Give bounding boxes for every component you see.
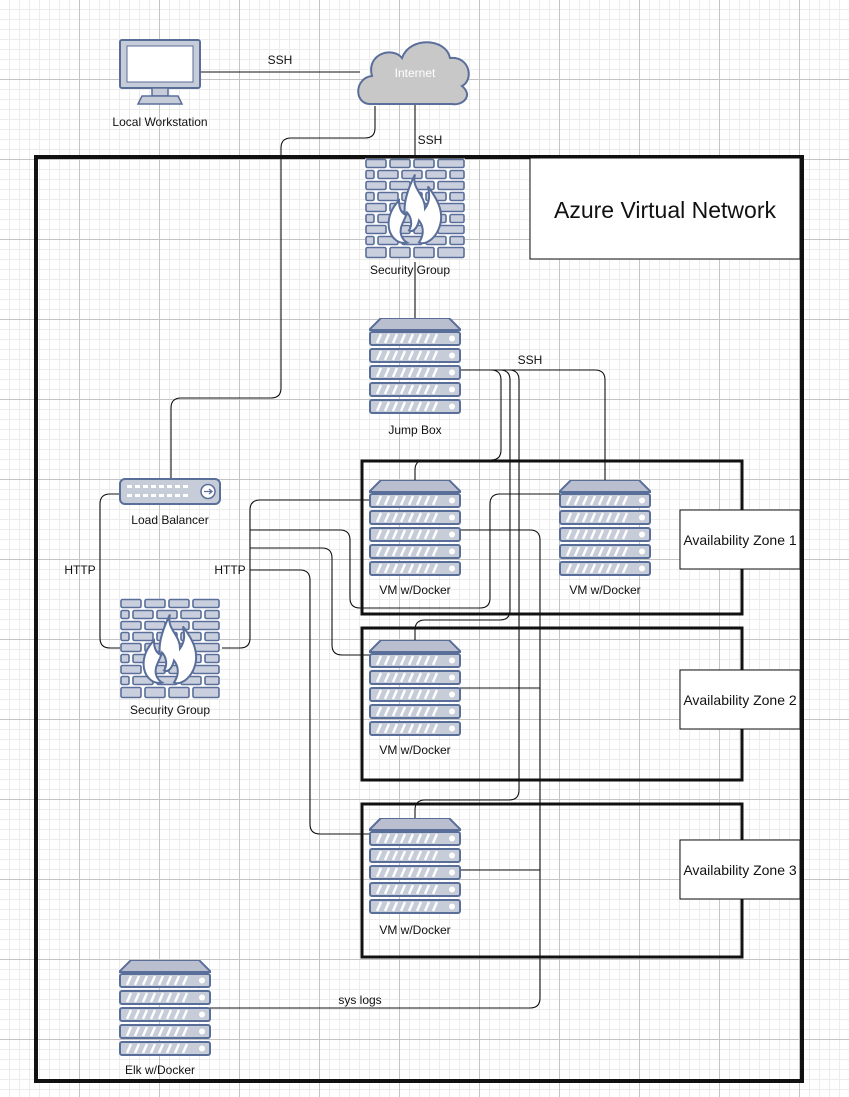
edge-jumpbox-vm1 xyxy=(414,369,502,482)
edge-label-ssh-jumpbox: SSH xyxy=(518,353,543,367)
internet-cloud-icon xyxy=(357,41,470,106)
edge-internet-load-balancer xyxy=(170,106,376,479)
title-box xyxy=(529,157,801,260)
vm1-label: VM w/Docker xyxy=(379,583,450,597)
workstation-icon xyxy=(119,39,201,105)
workstation-label: Local Workstation xyxy=(112,115,207,129)
vm4-label: VM w/Docker xyxy=(379,923,450,937)
vm3-server-icon xyxy=(369,640,461,737)
vm3-label: VM w/Docker xyxy=(379,743,450,757)
edge-label-http-right: HTTP xyxy=(214,563,245,577)
elk-label: Elk w/Docker xyxy=(125,1063,195,1077)
vm1-server-icon xyxy=(369,480,461,577)
virtual-network-boundary xyxy=(34,155,804,1083)
vm2-label: VM w/Docker xyxy=(569,583,640,597)
availability-zone-2-label: Availability Zone 2 xyxy=(683,692,797,708)
edge-jumpbox-vm3 xyxy=(414,369,511,643)
edge-label-http-left: HTTP xyxy=(64,563,95,577)
load-balancer-label: Load Balancer xyxy=(131,513,208,527)
diagram-title: Azure Virtual Network xyxy=(554,197,776,223)
edge-http-vm3 xyxy=(250,547,370,656)
load-balancer-icon xyxy=(119,478,221,505)
edge-lb-security-group xyxy=(99,493,120,649)
availability-zone-3-label: Availability Zone 3 xyxy=(683,862,797,878)
edge-label-sys-logs: sys logs xyxy=(338,993,381,1007)
edge-http-vm4 xyxy=(250,569,370,835)
security-group-lb-icon xyxy=(120,598,220,699)
connectors xyxy=(99,71,606,1009)
availability-zone-1-label-box xyxy=(679,509,801,570)
availability-zone-1-label: Availability Zone 1 xyxy=(683,532,797,548)
jump-box-label: Jump Box xyxy=(388,423,441,437)
security-group-lb-label: Security Group xyxy=(130,703,210,717)
availability-zone-2-label-box xyxy=(679,669,801,730)
edge-http-vm2 xyxy=(250,493,560,609)
elk-server-icon xyxy=(119,960,211,1057)
availability-zone-3-label-box xyxy=(679,839,801,900)
vm2-server-icon xyxy=(559,480,651,577)
vm4-server-icon xyxy=(369,818,461,915)
edge-jumpbox-vm2 xyxy=(460,369,606,480)
jump-box-server-icon xyxy=(369,318,461,415)
security-group-top-icon xyxy=(365,158,465,259)
security-group-top-label: Security Group xyxy=(370,263,450,277)
edge-label-ssh-internet: SSH xyxy=(418,133,443,147)
edge-sys-logs-bus xyxy=(210,529,541,1009)
edge-label-ssh-workstation: SSH xyxy=(268,53,293,67)
edge-http-vm1 xyxy=(222,499,370,649)
internet-label: Internet xyxy=(395,66,436,80)
